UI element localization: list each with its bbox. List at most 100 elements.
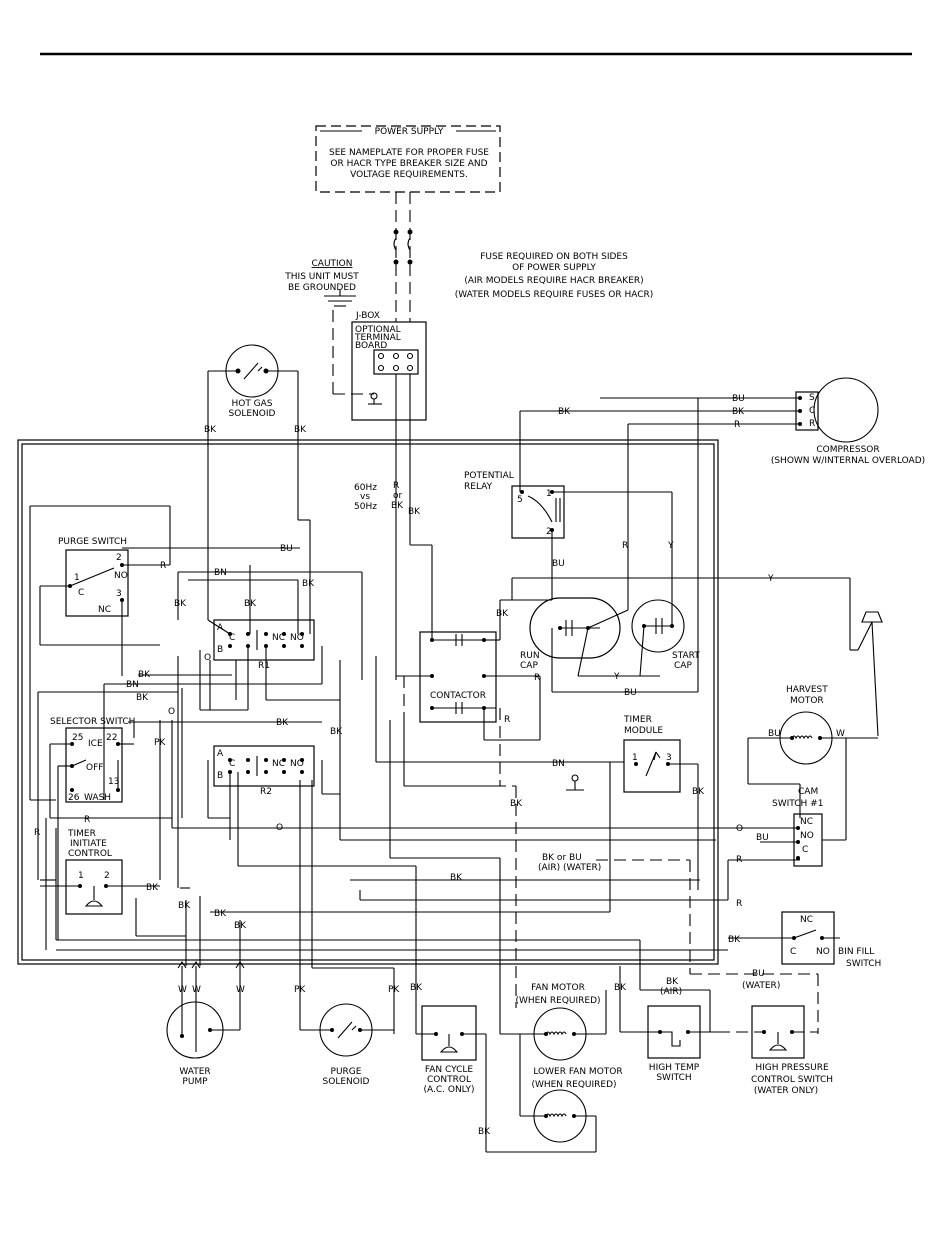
wire-label: R: [736, 855, 742, 865]
wire-label: BK: [214, 909, 227, 919]
harvest-motor-label-2: MOTOR: [790, 696, 824, 706]
compressor-terminal-c: C: [809, 406, 815, 416]
power-supply-note-2: OR HACR TYPE BREAKER SIZE AND: [330, 159, 487, 169]
r1-pin-no: NO: [290, 633, 304, 643]
contactor-label: CONTACTOR: [430, 691, 486, 701]
high-temp-label-1: HIGH TEMP: [649, 1063, 700, 1073]
selector-pin-25: 25: [72, 733, 83, 743]
control-wiring: BN BK BK BK O BK BN BK O BK BK PK R O BK…: [30, 519, 800, 1034]
timer-module-pin-1: 1: [632, 753, 638, 763]
jbox-line-3: BOARD: [355, 341, 387, 351]
wire-label: BN: [126, 680, 139, 690]
selector-switch-title: SELECTOR SWITCH: [50, 717, 135, 727]
potential-relay-pin-1: 1: [546, 489, 552, 499]
compressor-label: COMPRESSOR: [816, 445, 879, 455]
wire-label: BK: [302, 579, 315, 589]
timer-initiate-label-2: INITIATE: [70, 839, 107, 849]
wire-label: BK: [174, 599, 187, 609]
lower-fan-motor: LOWER FAN MOTOR (WHEN REQUIRED): [520, 1067, 623, 1152]
wire-label: BK: [692, 787, 705, 797]
bu-water-label-2: (WATER): [742, 981, 780, 991]
wire-label: BK: [204, 425, 217, 435]
r2-pin-a: A: [217, 749, 224, 759]
compressor-terminal-r: R: [809, 419, 815, 429]
bin-pin-nc: NC: [800, 915, 813, 925]
run-cap-label-1: RUN: [520, 651, 540, 661]
hot-gas-solenoid: HOT GAS SOLENOID BK BK: [204, 344, 307, 620]
fuse-note-1: FUSE REQUIRED ON BOTH SIDES: [480, 252, 628, 262]
high-pressure-switch: HIGH PRESSURE CONTROL SWITCH (WATER ONLY…: [718, 1005, 833, 1096]
water-pump-label-2: PUMP: [182, 1077, 208, 1087]
bu-water-label-1: BU: [752, 969, 765, 979]
selector-pin-13: 13: [108, 777, 119, 787]
lower-fan-motor-label-1: LOWER FAN MOTOR: [533, 1067, 622, 1077]
selector-pin-26: 26: [68, 793, 80, 803]
air-water-label-2: (AIR) (WATER): [538, 863, 601, 873]
cam-pin-nc: NC: [800, 817, 813, 827]
water-pump: W W W WATER PUMP: [166, 961, 245, 1087]
wire-label: BU: [768, 729, 781, 739]
timer-initiate-control: TIMER INITIATE CONTROL 1 2: [40, 829, 160, 915]
fan-cycle-label-2: CONTROL: [427, 1075, 471, 1085]
yellow-lead: Y: [511, 574, 883, 737]
lower-fan-motor-label-2: (WHEN REQUIRED): [531, 1080, 616, 1090]
wire-label: PK: [388, 985, 400, 995]
wire-label: BK: [276, 718, 289, 728]
purge-solenoid-label-2: SOLENOID: [323, 1077, 370, 1087]
water-pump-label-1: WATER: [179, 1067, 210, 1077]
r1-pin-b: B: [217, 645, 223, 655]
bk-air-label-1: BK: [666, 977, 679, 987]
wire-label: BU: [280, 544, 293, 554]
start-cap: START CAP: [631, 599, 700, 677]
potential-relay-label-2: RELAY: [464, 482, 493, 492]
power-supply-title: POWER SUPPLY: [375, 127, 444, 137]
hot-gas-label-1: HOT GAS: [231, 399, 272, 409]
r2-pin-b: B: [217, 771, 223, 781]
freq-wire-bk: BK: [391, 501, 404, 511]
potential-relay-label-1: POTENTIAL: [464, 471, 514, 481]
bin-pin-c: C: [790, 947, 796, 957]
wire-label: BK: [294, 425, 307, 435]
fuse-note: FUSE REQUIRED ON BOTH SIDES OF POWER SUP…: [455, 252, 654, 300]
wire-label: BN: [552, 759, 565, 769]
start-cap-label-1: START: [672, 651, 700, 661]
wire-label: R: [34, 828, 40, 838]
wire-label: PK: [294, 985, 306, 995]
wire-label: BK: [178, 901, 191, 911]
wire-label: BK: [146, 883, 159, 893]
r1-pin-nc: NC: [272, 633, 285, 643]
jbox-title: J-BOX: [355, 311, 380, 321]
high-pressure-label-3: (WATER ONLY): [754, 1086, 818, 1096]
wire-label: BK: [496, 609, 509, 619]
fuse-note-2: OF POWER SUPPLY: [512, 263, 596, 273]
potential-relay-pin-5: 5: [517, 495, 523, 505]
compressor-terminal-s: S: [809, 393, 815, 403]
wire-label: R: [622, 541, 628, 551]
selector-switch: SELECTOR SWITCH 25 ICE 22 OFF 13 26 WASH: [49, 717, 135, 940]
timer-module-label-1: TIMER: [623, 715, 652, 725]
run-cap-label-2: CAP: [520, 661, 538, 671]
wire-label: O: [276, 823, 283, 833]
fuse-note-3: (AIR MODELS REQUIRE HACR BREAKER): [464, 276, 643, 286]
wire-label: BU: [552, 559, 565, 569]
wire-label: BN: [214, 568, 227, 578]
power-supply-note-1: SEE NAMEPLATE FOR PROPER FUSE: [329, 148, 489, 158]
wire-label: O: [204, 653, 211, 663]
high-pressure-label-2: CONTROL SWITCH: [751, 1075, 833, 1085]
wire-label: R: [160, 561, 166, 571]
fan-cycle-label-3: (A.C. ONLY): [423, 1085, 474, 1095]
wire-label: Y: [613, 672, 620, 682]
potential-relay-pin-2: 2: [546, 527, 552, 537]
wire-label: R: [734, 420, 740, 430]
timer-initiate-label-3: CONTROL: [68, 849, 112, 859]
purge-solenoid-label-1: PURGE: [331, 1067, 362, 1077]
cam-switch-label-2: SWITCH #1: [772, 799, 823, 809]
wire-label: W: [236, 985, 245, 995]
wire-label: BK: [410, 983, 423, 993]
power-supply-note-3: VOLTAGE REQUIREMENTS.: [350, 170, 468, 180]
wire-label: W: [836, 729, 845, 739]
wire-label: Y: [767, 574, 774, 584]
wire-label: BK: [510, 799, 523, 809]
wire-label: R: [534, 673, 540, 683]
